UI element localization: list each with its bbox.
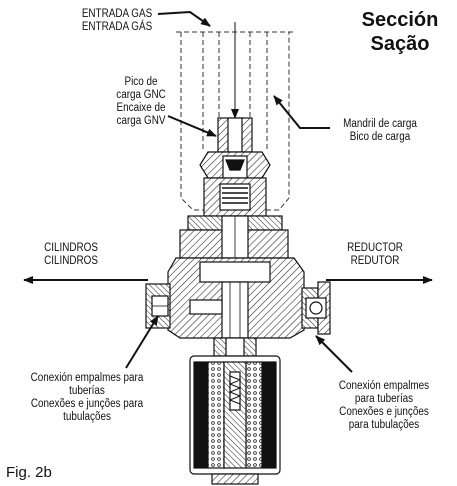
reducer-es: REDUCTOR: [347, 242, 403, 254]
reducer-label: REDUCTOR REDUTOR: [336, 242, 413, 268]
fill-mandrel-label: Mandril de carga Bico de carga: [328, 118, 431, 144]
valve-body: [167, 257, 305, 339]
gas-inlet-pt: ENTRADA GÁS: [81, 21, 153, 33]
gas-inlet-arrow: [157, 10, 211, 27]
cylinders-es: CILINDROS: [44, 242, 98, 254]
fill-nozzle-line3: Encaixe de: [116, 102, 166, 114]
fill-nozzle-label: Pico de carga GNC Encaixe de carga GNV: [102, 76, 179, 128]
gas-inlet-label: ENTRADA GAS ENTRADA GÁS: [53, 8, 182, 34]
fill-nozzle-line4: carga GNV: [116, 115, 166, 127]
left-fitting-line2: tuberías: [69, 385, 105, 397]
fill-mandrel-arrow: [273, 95, 330, 129]
reducer-pt: REDUTOR: [350, 255, 400, 267]
cylinders-pt: CILINDROS: [44, 255, 98, 267]
right-fitting-arrow: [315, 335, 353, 373]
left-pipe-fitting: [145, 283, 171, 329]
right-fitting-line4: para tubulações: [348, 419, 420, 431]
fill-nozzle-arrow: [167, 115, 217, 137]
right-fitting-line1: Conexión empalmes: [338, 380, 430, 392]
figure-caption: Fig. 2b: [6, 464, 52, 481]
fill-nozzle: [199, 117, 271, 217]
right-fitting-label: Conexión empalmes para tuberías Conexões…: [327, 380, 441, 432]
right-fitting-line2: para tuberías: [354, 393, 414, 405]
solenoid-stem: [213, 337, 257, 357]
right-fitting-line3: Conexões e junções: [339, 406, 429, 418]
section-title-pt: Sação: [370, 33, 430, 55]
fill-mandrel-line2: Bico de carga: [349, 131, 411, 143]
valve-neck: [179, 215, 289, 259]
solenoid-coil: [189, 355, 281, 485]
fill-nozzle-line2: carga GNC: [116, 89, 166, 101]
fill-mandrel-line1: Mandril de carga: [343, 118, 417, 130]
gas-inlet-es: ENTRADA GAS: [81, 8, 153, 20]
section-title-es: Sección: [361, 9, 439, 31]
fill-nozzle-line1: Pico de: [124, 76, 158, 88]
section-title: Sección Sação: [352, 8, 448, 56]
cylinders-label: CILINDROS CILINDROS: [32, 242, 109, 268]
right-pipe-fitting: [301, 281, 331, 335]
left-fitting-label: Conexión empalmes para tuberías Conexões…: [12, 372, 162, 424]
left-fitting-line3: Conexões e junções para: [30, 398, 144, 410]
left-fitting-line1: Conexión empalmes para: [30, 372, 144, 384]
leader-arrows: [23, 10, 433, 373]
left-fitting-line4: tubulações: [63, 411, 111, 423]
left-fitting-arrow: [125, 315, 159, 369]
